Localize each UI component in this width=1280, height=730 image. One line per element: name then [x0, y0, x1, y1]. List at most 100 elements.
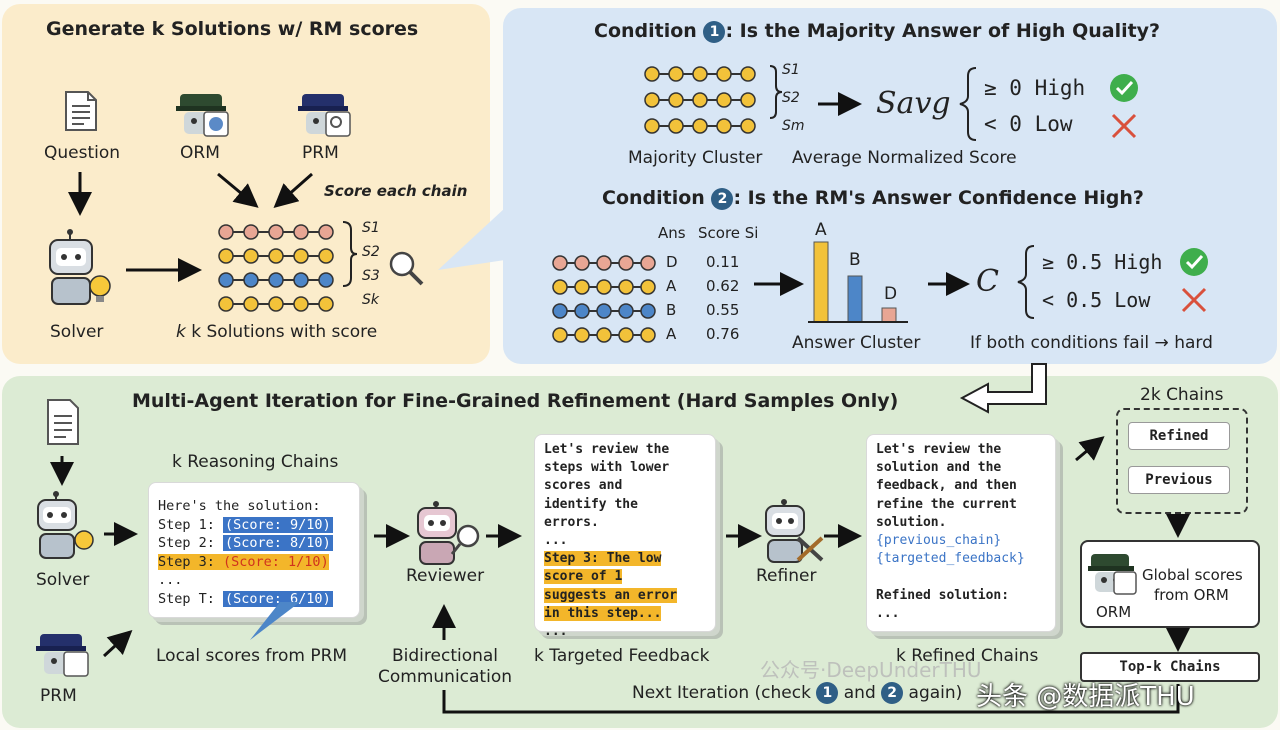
solver-label: Solver [50, 322, 104, 342]
sol-line: ... [158, 572, 183, 588]
chain-bead [574, 279, 590, 295]
chain-bead [218, 248, 234, 264]
reviewer-label: Reviewer [406, 566, 485, 586]
local-scores-label: Local scores from PRM [156, 646, 348, 666]
feedback-text: Let's review the steps with lower scores… [544, 441, 678, 641]
cond1-low: < 0 Low [984, 112, 1073, 136]
chain-bead [318, 248, 334, 264]
cond2-chains-graphic [552, 255, 656, 343]
chain-bead [552, 327, 568, 343]
ans-cell: B [666, 301, 677, 319]
review-line: Let's review the [544, 442, 670, 457]
prm-icon [36, 634, 89, 677]
condition2-post: : Is the RM's Answer Confidence High? [733, 187, 1144, 209]
review-hl: suggests an error [544, 587, 678, 603]
chain-bead [640, 255, 656, 271]
reviewer-robot-icon [417, 501, 480, 565]
bar-label-b: B [849, 250, 861, 270]
condition1-pre: Condition [594, 20, 697, 42]
condition2-number-icon: 2 [711, 187, 734, 210]
refine-line: ... [876, 605, 900, 621]
ans-column-header: Ans [658, 224, 686, 242]
chain-bead [574, 303, 590, 319]
avg-score-label: Average Normalized Score [792, 148, 1017, 168]
chain-bead [218, 224, 234, 240]
cond2-high: ≥ 0.5 High [1042, 250, 1163, 274]
review-line: identify the [544, 496, 638, 512]
chain-bead [218, 296, 234, 312]
score-column-header: Score Si [698, 224, 759, 242]
answer-cluster-bars [754, 241, 908, 323]
question-document-icon [65, 91, 97, 131]
review-line: ... [544, 533, 568, 549]
cond1-arrow [769, 65, 862, 119]
chain-bead [692, 66, 708, 82]
generate-arrows [68, 172, 358, 287]
score-badge: (Score: 9/10) [223, 516, 333, 533]
chain-bead [740, 66, 756, 82]
refine-text: Let's review the solution and the feedba… [876, 441, 1025, 623]
chain-bead [716, 92, 732, 108]
chain-bead [668, 92, 684, 108]
chain-bead [318, 272, 334, 288]
s-label: S1 [362, 220, 380, 236]
review-line: ... [544, 624, 568, 640]
refine-card: Let's review the solution and the feedba… [866, 434, 1056, 632]
both-fail-label: If both conditions fail → hard [970, 333, 1213, 353]
cond2-arrow [928, 272, 970, 296]
chain-bead [644, 118, 660, 134]
refine-line: solution and the [876, 460, 1002, 476]
refine-var: {previous_chain} [876, 533, 1002, 549]
solver-robot-icon [37, 491, 94, 559]
feedback-card: Let's review the steps with lower scores… [534, 434, 716, 639]
ans-cell: A [666, 325, 677, 343]
score-badge: (Score: 1/10) [223, 553, 329, 570]
chain-bead [596, 255, 612, 271]
chain-bead [293, 296, 309, 312]
bar-label-d: D [884, 284, 898, 304]
next-post: again) [908, 683, 963, 703]
chain-bead [618, 255, 634, 271]
refine-line: refine the current [876, 496, 1017, 512]
next-number-1-icon: 1 [816, 682, 839, 704]
condition2-pre: Condition [602, 187, 705, 209]
question-label: Question [44, 143, 121, 163]
ans-cell: A [666, 277, 677, 295]
next-pre: Next Iteration (check [632, 683, 811, 703]
orm-label: ORM [180, 143, 220, 163]
conditions-panel [503, 8, 1277, 364]
prm-label: PRM [40, 686, 77, 706]
refine-line: feedback, and then [876, 478, 1017, 494]
answer-cluster-label: Answer Cluster [792, 333, 921, 353]
k-reasoning-label: k Reasoning Chains [172, 452, 339, 472]
chain-bead [552, 279, 568, 295]
k-chains-graphic [218, 224, 334, 312]
next-and: and [843, 683, 876, 703]
magnifier-icon [389, 251, 424, 286]
score-badge: (Score: 8/10) [223, 535, 333, 551]
wechat-watermark: 公众号·DeepUnderTHU [760, 658, 982, 682]
cross-icon [1181, 287, 1207, 313]
orm-icon [1088, 554, 1137, 595]
chain-bead [692, 92, 708, 108]
refine-line: Let's review the [876, 442, 1002, 457]
k-solutions-text: k Solutions with score [191, 322, 378, 342]
review-hl: Step 3: The low [544, 551, 662, 567]
review-line: errors. [544, 514, 599, 530]
chain-bead [218, 272, 234, 288]
chain-bead [668, 66, 684, 82]
chain-bead [618, 327, 634, 343]
chain-bead [552, 255, 568, 271]
savg-symbol: Savg [876, 86, 951, 121]
chain-bead [644, 66, 660, 82]
callout-tail [250, 602, 300, 640]
chain-bead [596, 327, 612, 343]
chain-bead [668, 118, 684, 134]
next-number-2-icon: 2 [881, 682, 904, 704]
refine-var: {targeted_feedback} [876, 551, 1025, 567]
chain-bead [640, 279, 656, 295]
two-k-chains-label: 2k Chains [1140, 385, 1224, 405]
global-scores-label: Global scores [1142, 566, 1243, 584]
chain-bead [243, 272, 259, 288]
